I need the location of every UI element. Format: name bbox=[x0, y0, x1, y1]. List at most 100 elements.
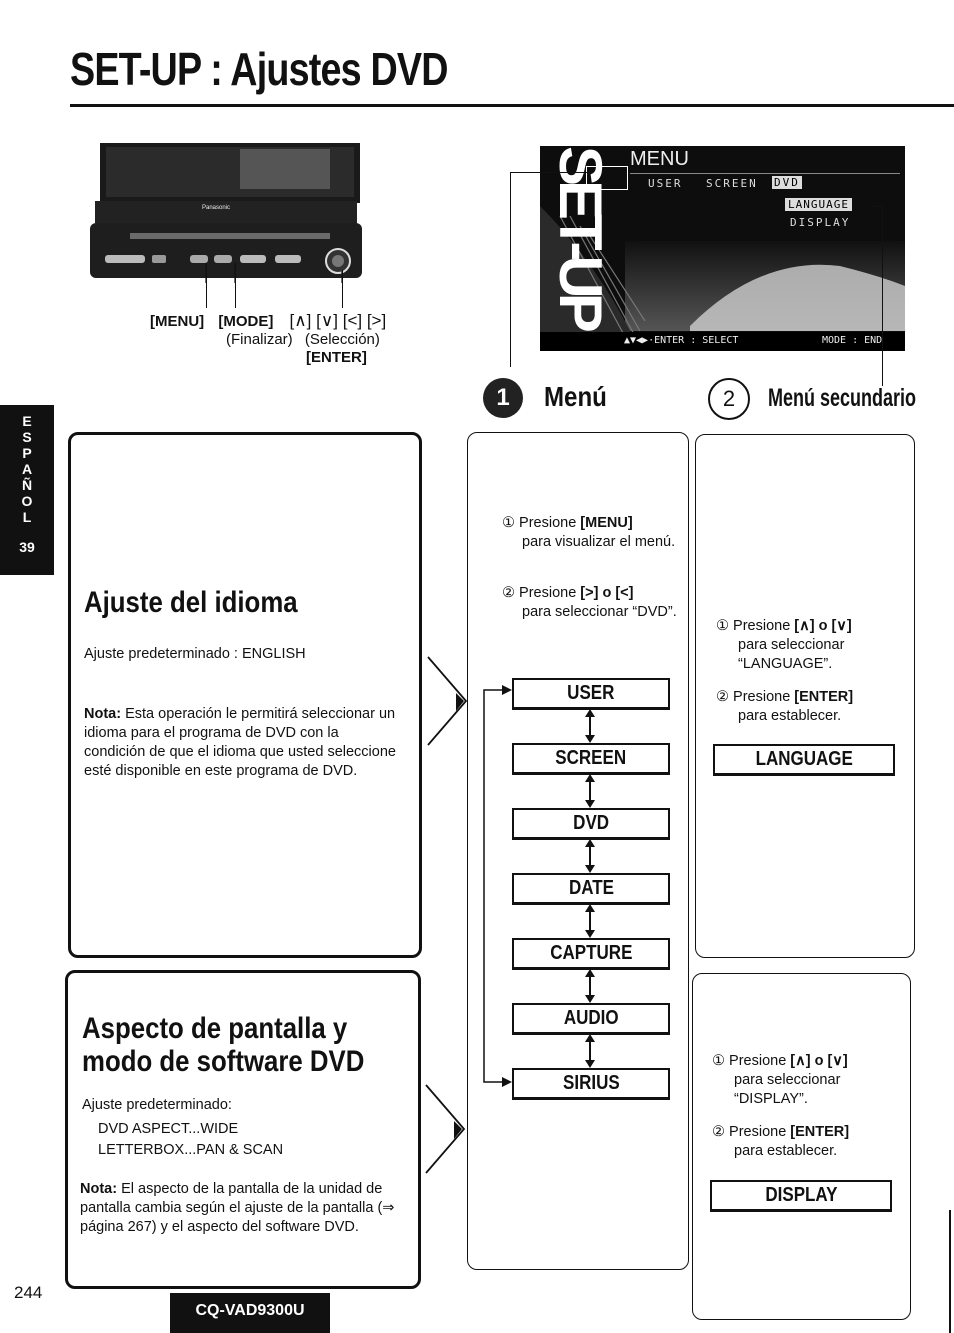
up-down-arrow-icon bbox=[585, 969, 595, 1003]
section-language-title: Ajuste del idioma bbox=[84, 586, 298, 619]
flow-arrow-1 bbox=[427, 656, 468, 746]
screen-tab-user: USER bbox=[648, 177, 683, 190]
note-label: Nota: bbox=[80, 1181, 118, 1197]
submenu-item-language: LANGUAGE bbox=[713, 744, 895, 776]
step-key: [>] o [<] bbox=[580, 585, 634, 601]
menu-item-capture: CAPTURE bbox=[512, 938, 670, 970]
step-number: ② bbox=[712, 1124, 725, 1140]
callout-line-menu-h bbox=[510, 172, 588, 173]
section-aspect-note: Nota: El aspecto de la pantalla de la un… bbox=[80, 1180, 402, 1237]
step-key: [ENTER] bbox=[794, 689, 854, 705]
up-down-arrow-icon bbox=[585, 709, 595, 743]
sidebar-letter: A bbox=[21, 461, 33, 477]
submenu-column-header: Menú secundario bbox=[768, 384, 917, 412]
section-aspect-title-1: Aspecto de pantalla y bbox=[82, 1012, 348, 1045]
submenu-language-step-1: ① Presione [∧] o [∨] para seleccionar “L… bbox=[716, 617, 906, 674]
step-number: ② bbox=[502, 585, 515, 601]
menu-column-header: Menú bbox=[544, 381, 607, 412]
title-rule bbox=[70, 104, 954, 107]
screen-footer-left: ▲▼◀▶·ENTER : SELECT bbox=[624, 335, 739, 346]
up-down-arrow-icon bbox=[585, 1034, 595, 1068]
sidebar-letter: L bbox=[22, 509, 32, 525]
menu-pointer-line bbox=[206, 263, 207, 308]
sidebar-page-number: 39 bbox=[19, 539, 35, 555]
submenu-language-step-2: ② Presione [ENTER] para establecer. bbox=[716, 688, 906, 726]
section-language-box bbox=[68, 432, 422, 958]
setup-vertical-text: SET-UP bbox=[547, 146, 614, 327]
step-text: Presione bbox=[733, 618, 795, 634]
sidebar-letter: O bbox=[21, 493, 33, 509]
arrow-keys-label: [∧] [∨] [<] [>] bbox=[289, 311, 387, 330]
sidebar-letter: S bbox=[22, 429, 32, 445]
menu-key-label: [MENU] bbox=[150, 313, 205, 330]
note-label: Nota: bbox=[84, 706, 122, 722]
step-text: para establecer. bbox=[738, 708, 842, 724]
step-key: [∧] o [∨] bbox=[794, 618, 852, 634]
note-text: Esta operación le permitirá seleccionar … bbox=[84, 706, 396, 779]
step-number: ① bbox=[502, 515, 515, 531]
note-text: El aspecto de la pantalla de la unidad d… bbox=[80, 1181, 395, 1235]
head-unit-illustration: Panasonic bbox=[90, 143, 362, 311]
callout-line-sub bbox=[882, 206, 883, 386]
screen-item-language: LANGUAGE bbox=[785, 198, 852, 211]
up-down-arrow-icon bbox=[585, 839, 595, 873]
menu-item-audio: AUDIO bbox=[512, 1003, 670, 1035]
menu-step-1: ① Presione [MENU] para visualizar el men… bbox=[502, 514, 677, 552]
section-language-note: Nota: Esta operación le permitirá selecc… bbox=[84, 705, 402, 781]
step-1-circle: 1 bbox=[483, 378, 523, 418]
screen-menu-rule bbox=[630, 173, 900, 174]
sidebar-letter: P bbox=[22, 445, 32, 461]
submenu-display-step-2: ② Presione [ENTER] para establecer. bbox=[712, 1123, 902, 1161]
mode-pointer-line bbox=[235, 263, 236, 308]
section-aspect-default-2: LETTERBOX...PAN & SCAN bbox=[98, 1142, 284, 1158]
flow-arrow-2 bbox=[425, 1084, 466, 1174]
step-number: ① bbox=[716, 618, 729, 634]
callout-line-sub-h bbox=[872, 206, 882, 207]
step-text: Presione bbox=[729, 1124, 791, 1140]
submenu-display-step-1: ① Presione [∧] o [∨] para seleccionar “D… bbox=[712, 1052, 902, 1109]
model-badge: CQ-VAD9300U bbox=[170, 1293, 330, 1333]
finalizar-label: (Finalizar) bbox=[226, 331, 293, 348]
seleccion-label: (Selección) bbox=[304, 331, 380, 348]
enter-key-label: [ENTER] bbox=[306, 349, 367, 366]
menu-item-user: USER bbox=[512, 678, 670, 710]
menu-step-2: ② Presione [>] o [<] para seleccionar “D… bbox=[502, 584, 677, 622]
loop-bracket-arrow-icon bbox=[483, 685, 512, 1087]
joystick-pointer-line bbox=[342, 270, 343, 308]
step-text: Presione bbox=[519, 515, 581, 531]
screen-tab-dvd: DVD bbox=[772, 176, 802, 189]
menu-item-screen: SCREEN bbox=[512, 743, 670, 775]
page-number: 244 bbox=[14, 1283, 43, 1302]
menu-item-sirius: SIRIUS bbox=[512, 1068, 670, 1100]
screen-tab-screen: SCREEN bbox=[706, 177, 758, 190]
step-key: [ENTER] bbox=[790, 1124, 850, 1140]
step-text: para establecer. bbox=[734, 1143, 838, 1159]
step-number: ② bbox=[716, 689, 729, 705]
menu-screen-capture: SET-UP MENU USER SCREEN DVD LANGUAGE DIS… bbox=[540, 146, 905, 351]
step-text: Presione bbox=[519, 585, 581, 601]
step-text: para seleccionar “DVD”. bbox=[522, 604, 677, 620]
step-key: [∧] o [∨] bbox=[790, 1053, 848, 1069]
screen-item-display: DISPLAY bbox=[790, 216, 851, 229]
submenu-item-display: DISPLAY bbox=[710, 1180, 892, 1212]
page-title: SET-UP : Ajustes DVD bbox=[70, 43, 448, 95]
up-down-arrow-icon bbox=[585, 904, 595, 938]
menu-column-box bbox=[467, 432, 689, 1270]
sidebar-letter: E bbox=[22, 413, 32, 429]
brand-logo: Panasonic bbox=[202, 205, 230, 211]
up-down-arrow-icon bbox=[585, 774, 595, 808]
section-aspect-box bbox=[65, 970, 421, 1289]
step-text: para seleccionar “DISPLAY”. bbox=[734, 1072, 841, 1107]
screen-footer-right: MODE : END bbox=[822, 335, 883, 346]
mode-key-label: [MODE] bbox=[218, 313, 274, 330]
step-text: Presione bbox=[729, 1053, 791, 1069]
submenu-display-box bbox=[692, 973, 911, 1320]
step-text: para seleccionar “LANGUAGE”. bbox=[738, 637, 845, 672]
step-2-circle: 2 bbox=[708, 378, 750, 420]
section-aspect-default: Ajuste predeterminado: bbox=[82, 1097, 232, 1113]
callout-line-menu bbox=[510, 172, 511, 367]
section-aspect-title-2: modo de software DVD bbox=[82, 1045, 365, 1078]
submenu-language-box bbox=[695, 434, 915, 958]
step-key: [MENU] bbox=[580, 515, 633, 531]
menu-highlight-box bbox=[586, 166, 628, 190]
